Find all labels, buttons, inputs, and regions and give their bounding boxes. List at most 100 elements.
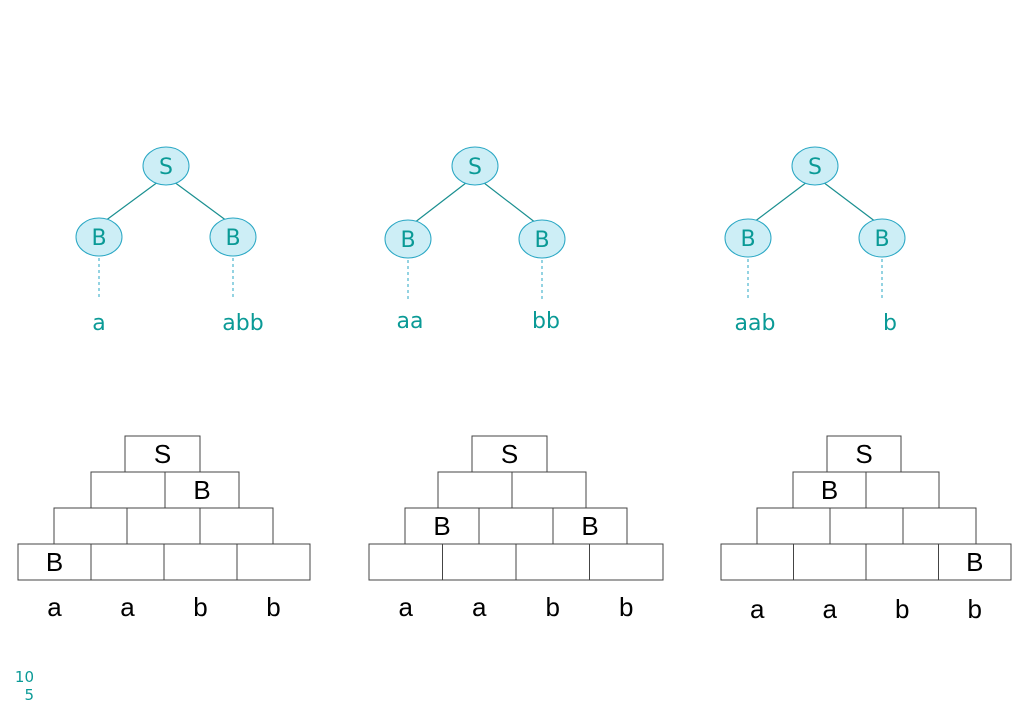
- tree-node-left: B: [384, 219, 432, 259]
- table-row: B: [792, 471, 940, 509]
- tree-node-root: S: [142, 146, 190, 186]
- table-cell: B: [404, 507, 480, 545]
- tree-edge-left: [753, 175, 816, 223]
- table-cell-box: [865, 471, 940, 509]
- tree-node-root-ellipse: [791, 146, 839, 186]
- table-cell-box: [938, 543, 1012, 581]
- input-symbol: a: [47, 592, 62, 622]
- table-cell-box: [515, 543, 590, 581]
- table-cell: S: [124, 435, 201, 473]
- tree-node-root-ellipse: [142, 146, 190, 186]
- tree-node-left-ellipse: [384, 219, 432, 259]
- table-cell-label: B: [966, 547, 983, 577]
- table-cell: B: [164, 471, 240, 509]
- table-cell-box: [442, 543, 517, 581]
- tree-node-right: B: [518, 219, 566, 259]
- table-cell-box: [902, 507, 977, 545]
- tree-edge-left: [413, 175, 476, 224]
- table-cell: B: [552, 507, 628, 545]
- tree-node-left-ellipse: [75, 217, 123, 257]
- table-cell: [90, 471, 166, 509]
- table-cell: [437, 471, 513, 509]
- table-cell-box: [124, 435, 201, 473]
- table-cell-label: S: [154, 439, 171, 469]
- table-row: B: [17, 543, 311, 581]
- input-symbol: b: [546, 592, 560, 622]
- tree-node-root-label: S: [468, 155, 482, 180]
- table-cell: [756, 507, 831, 545]
- table-cell: [793, 543, 867, 581]
- table-cell: B: [17, 543, 92, 581]
- table-cell-box: [756, 507, 831, 545]
- table-cell-box: [90, 543, 165, 581]
- table-cell-box: [126, 507, 201, 545]
- tree-node-right-label: B: [534, 228, 549, 253]
- table-cell-box: [865, 543, 939, 581]
- table-cell: [902, 507, 977, 545]
- table-cell-box: [404, 507, 480, 545]
- tree-node-left: B: [75, 217, 123, 257]
- yield-left: a: [92, 311, 105, 336]
- input-symbol: a: [823, 594, 838, 624]
- table-cell-label: S: [501, 439, 518, 469]
- table-cell-box: [720, 543, 794, 581]
- table-cell: [515, 543, 590, 581]
- tree-node-root: S: [451, 146, 499, 186]
- tree-node-root: S: [791, 146, 839, 186]
- tree-node-right-label: B: [874, 227, 889, 252]
- table-cell-box: [17, 543, 92, 581]
- yield-right: b: [883, 311, 897, 336]
- tree-node-right-ellipse: [858, 218, 906, 258]
- yield-left: aa: [397, 309, 424, 334]
- tree-node-root-ellipse: [451, 146, 499, 186]
- page-number: 10 5: [10, 668, 34, 704]
- table-cell: [865, 471, 940, 509]
- table-row: S: [471, 435, 548, 473]
- table-cell-box: [437, 471, 513, 509]
- table-cell: [199, 507, 274, 545]
- page-number-line-1: 10: [14, 668, 34, 686]
- tree-node-left: B: [724, 218, 772, 258]
- table-cell: [589, 543, 664, 581]
- table-cell: [511, 471, 587, 509]
- table-cell-box: [829, 507, 904, 545]
- input-symbol: a: [472, 592, 487, 622]
- tree-node-root-label: S: [808, 155, 822, 180]
- table-row: B: [720, 543, 1012, 581]
- table-cell: B: [792, 471, 867, 509]
- tree-node-left-label: B: [91, 226, 106, 251]
- table-cell-box: [826, 435, 902, 473]
- table-cell-label: B: [193, 475, 210, 505]
- table-cell-box: [793, 543, 867, 581]
- table-cell-label: S: [855, 439, 872, 469]
- tree-node-root-label: S: [159, 155, 173, 180]
- table-cell: [163, 543, 238, 581]
- table-cell-box: [164, 471, 240, 509]
- table-row: [368, 543, 664, 581]
- input-symbol: a: [120, 592, 135, 622]
- table-cell-label: B: [46, 547, 63, 577]
- tree-node-right-label: B: [225, 226, 240, 251]
- table-row: [53, 507, 274, 545]
- page-number-line-2: 5: [24, 686, 34, 704]
- input-symbol: a: [750, 594, 765, 624]
- input-symbol: b: [619, 592, 633, 622]
- tree-node-left-label: B: [400, 228, 415, 253]
- table-cell: [126, 507, 201, 545]
- table-cell-box: [236, 543, 311, 581]
- table-cell: S: [471, 435, 548, 473]
- table-cell: [720, 543, 794, 581]
- table-cell-box: [792, 471, 867, 509]
- table-cell: B: [938, 543, 1012, 581]
- tree-node-left-label: B: [740, 227, 755, 252]
- table-cell-label: B: [433, 511, 450, 541]
- table-cell: [478, 507, 554, 545]
